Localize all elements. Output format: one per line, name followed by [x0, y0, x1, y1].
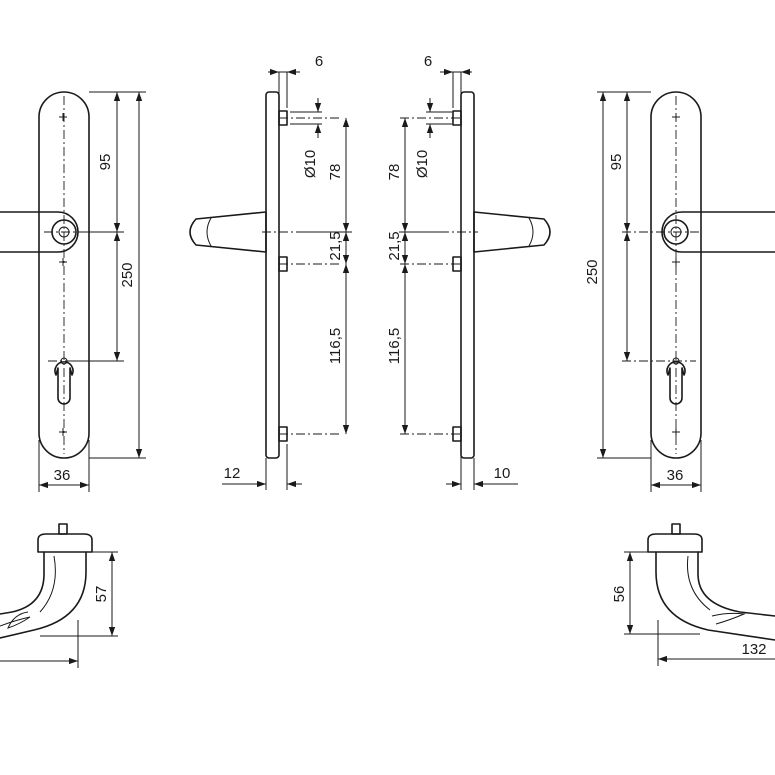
dim-front-left-95: 95 [84, 91, 124, 233]
screw-posts-right [452, 110, 462, 442]
dim-label-21-5-left: 21,5 [327, 231, 344, 260]
lever-left [0, 551, 87, 639]
dim-label-6-right: 6 [424, 53, 432, 70]
dim-label-36-left: 36 [54, 467, 71, 484]
dim-bottom-left-57: 57 [0, 551, 118, 668]
lever-right [655, 551, 775, 641]
dim-side-right-6: 6 [424, 53, 472, 108]
dim-front-right-95: 95 [597, 91, 651, 232]
dim-front-left-250: 250 [72, 91, 146, 459]
dim-label-95-right: 95 [608, 154, 625, 171]
rose-left [37, 533, 93, 553]
dim-label-21-5-right: 21,5 [386, 231, 403, 260]
dim-side-left-12: 12 [222, 444, 302, 490]
dim-side-right-d10: Ø10 [414, 98, 452, 178]
screw-marks-left [59, 113, 67, 436]
dim-label-57: 57 [93, 586, 110, 603]
dim-label-78-left: 78 [327, 164, 344, 181]
side-plate-left [265, 91, 280, 459]
side-view-right: 6 Ø10 78 21,5 116,5 10 [386, 53, 551, 490]
bottom-view-left: 57 [0, 523, 118, 668]
front-view-left: 95 250 36 [0, 91, 146, 492]
cylinder-hole-right [666, 361, 686, 405]
bottom-view-right: 56 132 [611, 523, 775, 666]
cylinder-hole-left [54, 361, 74, 405]
dim-side-left-21-5: 21,5 [327, 231, 350, 264]
dim-side-right-78: 78 [386, 118, 440, 233]
dim-side-right-21-5: 21,5 [386, 231, 409, 264]
dim-label-95-left: 95 [97, 154, 114, 171]
side-plate-right [460, 91, 475, 459]
dim-label-250-right: 250 [584, 259, 601, 284]
dim-bottom-right-56: 56 [611, 551, 700, 635]
dim-label-36-right: 36 [667, 467, 684, 484]
backplate-right [650, 91, 702, 459]
dim-label-56: 56 [611, 586, 628, 603]
dim-label-116-5-right: 116,5 [386, 328, 403, 364]
dim-front-left-36: 36 [38, 440, 90, 492]
dim-label-78-right: 78 [386, 164, 403, 181]
dim-label-d10-left: Ø10 [302, 150, 319, 178]
dim-label-10: 10 [494, 465, 511, 482]
dim-side-right-116-5: 116,5 [386, 264, 409, 434]
dim-side-right-10: 10 [446, 444, 518, 490]
dim-label-132: 132 [741, 641, 766, 658]
dim-front-right-36: 36 [650, 440, 702, 492]
screw-posts-left [278, 110, 288, 442]
dim-bottom-right-132: 132 [657, 620, 775, 666]
side-view-left: 6 Ø10 78 21,5 116,5 12 [189, 53, 352, 490]
dim-side-left-6: 6 [268, 53, 323, 108]
dim-label-250-left: 250 [119, 262, 136, 287]
dim-side-left-d10: Ø10 [290, 98, 322, 178]
side-handle-left [189, 211, 267, 253]
rose-right [647, 533, 703, 553]
dim-label-116-5-left: 116,5 [327, 328, 344, 364]
dim-label-6-left: 6 [315, 53, 323, 70]
spindle-cap-left [58, 523, 68, 535]
dim-label-12: 12 [224, 465, 241, 482]
side-handle-right [473, 211, 551, 253]
dim-side-left-116-5: 116,5 [327, 264, 350, 434]
dim-front-right-250: 250 [584, 92, 651, 459]
front-view-right: 95 250 36 [584, 91, 775, 492]
dim-label-d10-right: Ø10 [414, 150, 431, 178]
spindle-cap-right [671, 523, 681, 535]
backplate-left [38, 91, 90, 459]
